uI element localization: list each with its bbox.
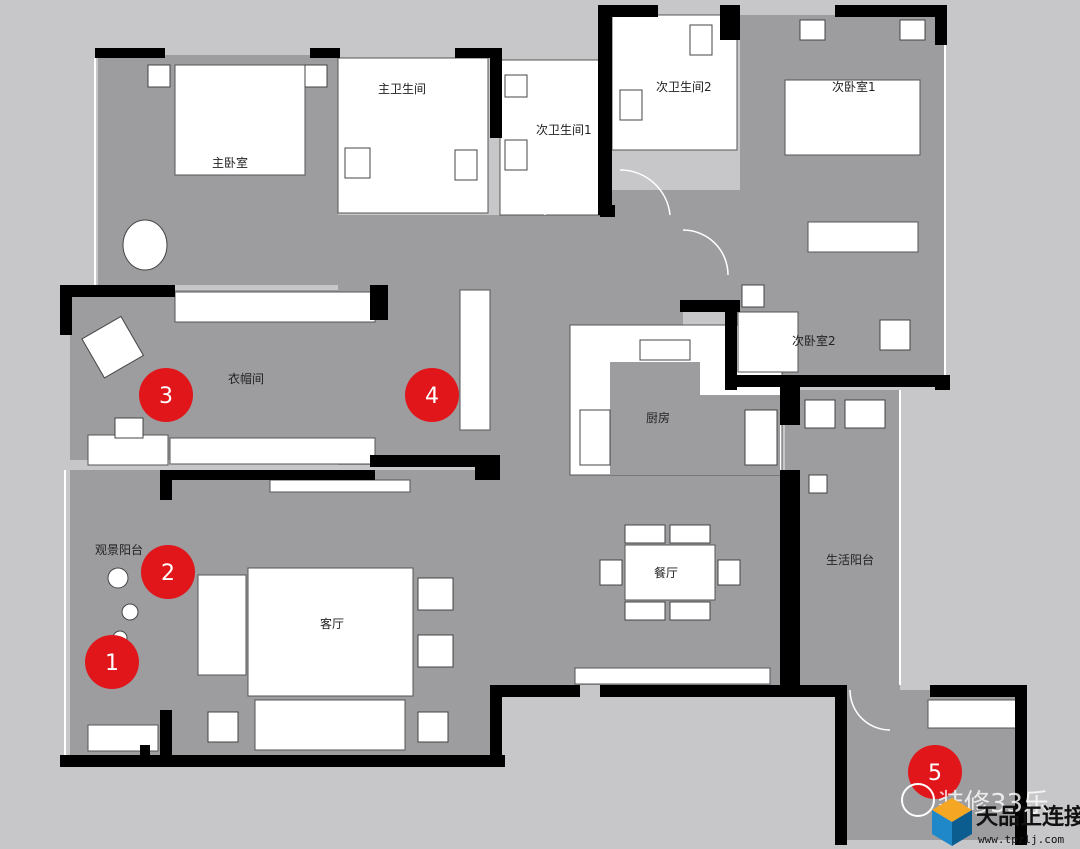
- label-view-balcony: 观景阳台: [95, 542, 143, 557]
- svg-text:1: 1: [105, 651, 119, 676]
- label-second-bath-2: 次卫生间2: [656, 80, 712, 94]
- walls: [60, 5, 1027, 845]
- desk-cloak: [87, 434, 169, 466]
- watermark: 装修33乐 天品正连接 www.tpzlj.com: [901, 783, 1080, 846]
- label-utility-balcony: 生活阳台: [826, 552, 874, 567]
- fixtures: [81, 19, 926, 743]
- markers: 1 2 3 4 5: [85, 368, 962, 799]
- svg-text:2: 2: [161, 561, 175, 586]
- svg-text:4: 4: [425, 384, 439, 409]
- label-living: 客厅: [320, 616, 344, 631]
- label-cloakroom: 衣帽间: [228, 371, 264, 386]
- cabinet-b2: [807, 221, 919, 253]
- second-bath-2: [611, 14, 738, 151]
- room-labels: 主卧室 主卫生间 次卫生间1 次卫生间2 次卧室1 次卧室2 衣帽间 厨房 观景…: [95, 79, 876, 631]
- label-second-bedroom-2: 次卧室2: [792, 333, 836, 348]
- thin-walls: [64, 45, 946, 755]
- label-second-bath-1: 次卫生间1: [536, 123, 592, 137]
- cabinet-b5: [927, 699, 1019, 729]
- brand-logo-icon: [932, 798, 972, 846]
- label-master-bath: 主卫生间: [378, 82, 426, 96]
- wardrobe-right: [459, 289, 491, 431]
- label-dining: 餐厅: [654, 565, 678, 580]
- watermark-url: www.tpzlj.com: [978, 833, 1064, 846]
- watermark-brand: 天品正连接: [976, 804, 1080, 830]
- wechat-icon: [901, 783, 935, 817]
- living-rug: [247, 567, 414, 697]
- marker-5: 5: [908, 745, 962, 799]
- marker-4: 4: [405, 368, 459, 422]
- utility-balcony-floor: [785, 390, 900, 690]
- marker-2: 2: [141, 545, 195, 599]
- window-south: [574, 667, 771, 685]
- marker-1: 1: [85, 635, 139, 689]
- label-master-bedroom: 主卧室: [212, 155, 248, 170]
- bedroom2-bed: [737, 311, 799, 373]
- kitchen-island: [610, 362, 780, 475]
- sofa-back: [254, 699, 406, 751]
- label-second-bedroom-1: 次卧室1: [832, 79, 876, 94]
- label-kitchen: 厨房: [646, 410, 670, 425]
- master-bed: [174, 64, 306, 176]
- wardrobe-top: [174, 291, 376, 323]
- side-sofa: [197, 574, 247, 676]
- svg-text:5: 5: [928, 761, 942, 786]
- bedroom1-bed: [784, 79, 921, 156]
- dining-table: [624, 544, 716, 601]
- marker-3: 3: [139, 368, 193, 422]
- wardrobe-bottom: [169, 437, 376, 465]
- tv-cabinet: [269, 479, 411, 493]
- door-swings: [544, 164, 891, 731]
- master-bath: [337, 57, 489, 214]
- svg-text:3: 3: [159, 384, 173, 409]
